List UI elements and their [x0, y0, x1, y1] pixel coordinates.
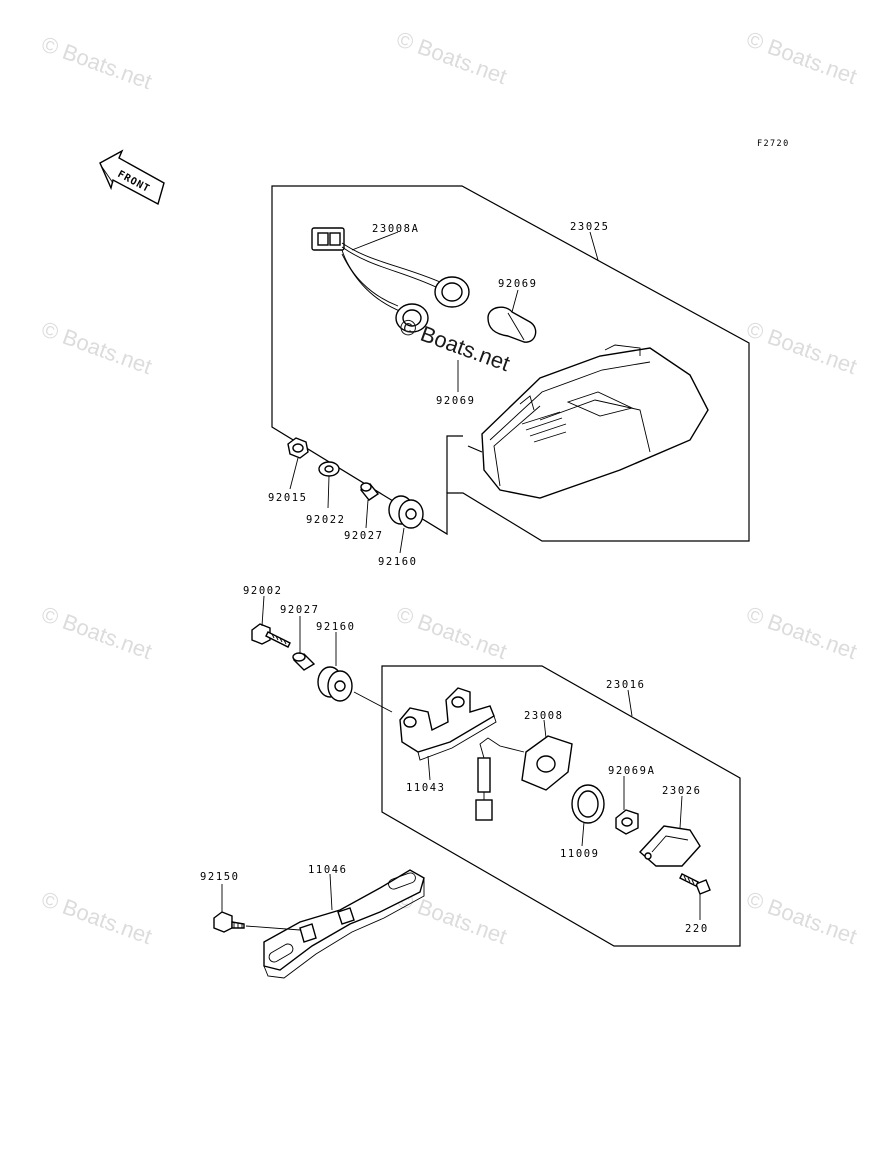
part-label-11009: 11009 — [560, 848, 600, 860]
leader-lines-lower — [221, 595, 701, 920]
watermarks: © Boats.net © Boats.net © Boats.net © Bo… — [38, 26, 860, 949]
nut-92015-icon — [287, 437, 309, 459]
screw-220-icon — [679, 873, 711, 895]
bulb-icon — [487, 306, 537, 343]
bolt-92002-icon — [251, 623, 291, 648]
part-label-11043: 11043 — [406, 782, 446, 794]
watermark: © Boats.net — [743, 316, 860, 379]
tail-light-assembly-frame — [271, 185, 750, 542]
front-arrow-icon: FRONT — [99, 149, 165, 206]
part-label-23008: 23008 — [524, 710, 564, 722]
washer-92022-icon — [318, 461, 340, 477]
watermark: © Boats.net — [38, 316, 155, 379]
damper-92160-icon — [388, 495, 424, 529]
watermark: © Boats.net — [38, 31, 155, 94]
part-label-23016: 23016 — [606, 679, 646, 691]
part-label-220: 220 — [685, 923, 709, 935]
tail-light-lens — [467, 344, 709, 499]
figure-code: F2720 — [757, 139, 790, 149]
watermark: © Boats.net — [743, 26, 860, 89]
gasket-11009-icon — [571, 784, 605, 824]
part-label-92069-bottom: 92069 — [436, 395, 476, 407]
lens-23026-icon — [638, 825, 701, 867]
part-label-92069A: 92069A — [608, 765, 656, 777]
watermark: © Boats.net — [38, 601, 155, 664]
part-label-92027-lower: 92027 — [280, 604, 320, 616]
part-label-92150: 92150 — [200, 871, 240, 883]
connector-line — [353, 691, 393, 713]
watermark: © Boats.net — [743, 601, 860, 664]
watermark: © Boats.net — [393, 601, 510, 664]
collar-92027-lower-icon — [292, 652, 316, 671]
watermark: © Boats.net — [393, 26, 510, 89]
part-label-92160-upper: 92160 — [378, 556, 418, 568]
part-label-92069-top: 92069 — [498, 278, 538, 290]
part-label-92015: 92015 — [268, 492, 308, 504]
damper-92160-lower-icon — [317, 666, 353, 702]
collar-92027-icon — [359, 482, 380, 501]
license-light-assembly-frame — [381, 665, 741, 947]
part-label-23025: 23025 — [570, 221, 610, 233]
wiring-harness — [311, 227, 470, 333]
bolt-92150-icon — [213, 911, 301, 933]
part-label-11046: 11046 — [308, 864, 348, 876]
bulb-92069A-icon — [615, 809, 639, 835]
watermark: © Boats.net — [38, 886, 155, 949]
part-label-92002: 92002 — [243, 585, 283, 597]
part-label-92160-lower: 92160 — [316, 621, 356, 633]
socket-wire-23008-icon — [475, 735, 573, 821]
part-label-92022: 92022 — [306, 514, 346, 526]
part-label-23008A: 23008A — [372, 223, 420, 235]
leader-lines-upper — [289, 231, 599, 554]
watermark: © Boats.net — [743, 886, 860, 949]
part-label-23026: 23026 — [662, 785, 702, 797]
license-bracket-11046-icon — [263, 869, 425, 979]
part-label-92027-upper: 92027 — [344, 530, 384, 542]
bracket-11043-icon — [399, 687, 497, 761]
